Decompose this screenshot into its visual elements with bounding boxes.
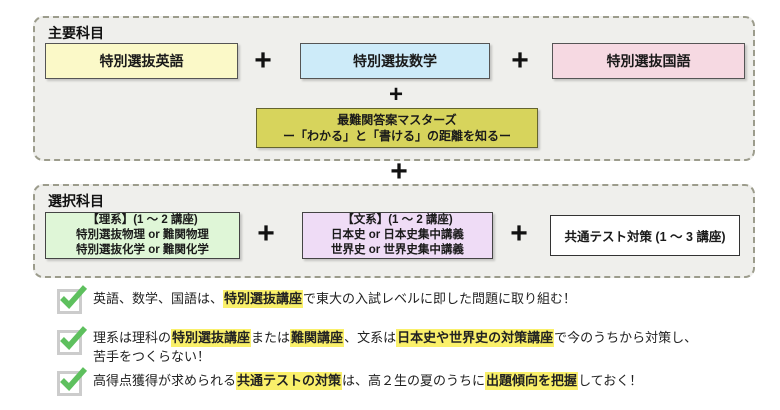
plus-icon: + bbox=[388, 81, 404, 108]
plus-icon: + bbox=[511, 44, 529, 77]
checklist-text: 理系は理科の特別選抜講座または難関講座、文系は日本史や世界史の対策講座で今のうち… bbox=[93, 328, 741, 366]
checkmark-icon bbox=[57, 285, 88, 314]
text-run: 、文系は bbox=[344, 330, 397, 345]
checklist-text: 英語、数学、国語は、特別選抜講座で東大の入試レベルに即した問題に取り組む！ bbox=[93, 289, 741, 308]
course-box-humanities-line1: 【文系】(1 ～ 2 講座) bbox=[342, 214, 453, 226]
course-box-humanities: 【文系】(1 ～ 2 講座) 日本史 or 日本史集中講義 世界史 or 世界史… bbox=[302, 212, 493, 259]
text-run: 苦手をつくらない！ bbox=[93, 349, 211, 364]
checkmark-icon bbox=[57, 367, 88, 396]
text-run: 英語、数学、国語は、 bbox=[93, 291, 224, 306]
checklist-line: 理系は理科の特別選抜講座または難関講座、文系は日本史や世界史の対策講座で今のうち… bbox=[93, 328, 741, 347]
course-box-kyotsu-test: 共通テスト対策 (1 ～ 3 講座) bbox=[550, 215, 740, 256]
course-box-kokugo-label: 特別選抜国語 bbox=[606, 53, 691, 69]
checkmark-icon bbox=[57, 326, 88, 355]
text-run: 理系は理科の bbox=[93, 330, 172, 345]
highlighted-text: 特別選抜講座 bbox=[223, 290, 304, 308]
plus-icon: + bbox=[257, 217, 275, 250]
highlighted-text: 特別選抜講座 bbox=[171, 329, 252, 347]
course-box-science-line1: 【理系】(1 ～ 2 講座) bbox=[87, 214, 198, 226]
text-run: 高得点獲得が求められる bbox=[93, 373, 237, 388]
highlighted-text: 共通テストの対策 bbox=[236, 372, 343, 390]
course-box-humanities-line2: 日本史 or 日本史集中講義 bbox=[331, 229, 464, 241]
main-subjects-title: 主要科目 bbox=[48, 25, 104, 41]
course-box-masters-line1: 最難関答案マスターズ bbox=[337, 113, 457, 127]
course-box-kokugo: 特別選抜国語 bbox=[552, 43, 745, 79]
highlighted-text: 難関講座 bbox=[290, 329, 345, 347]
course-box-masters: 最難関答案マスターズ ー「わかる」と「書ける」の距離を知るー bbox=[256, 108, 538, 148]
text-run: または bbox=[251, 330, 291, 345]
text-run: で今のうちから対策し、 bbox=[554, 330, 698, 345]
elective-subjects-title: 選択科目 bbox=[48, 193, 104, 209]
course-box-science: 【理系】(1 ～ 2 講座) 特別選抜物理 or 難関物理 特別選抜化学 or … bbox=[45, 212, 240, 259]
text-run: は、高２生の夏のうちに bbox=[342, 373, 486, 388]
plus-icon: + bbox=[390, 155, 408, 188]
text-run: で東大の入試レベルに即した問題に取り組む！ bbox=[303, 291, 577, 306]
highlighted-text: 出題傾向を把握 bbox=[485, 372, 579, 390]
checklist-line: 高得点獲得が求められる共通テストの対策は、高２生の夏のうちに出題傾向を把握してお… bbox=[93, 371, 741, 390]
plus-icon: + bbox=[254, 44, 272, 77]
course-box-math: 特別選抜数学 bbox=[300, 43, 490, 79]
text-run: しておく！ bbox=[578, 373, 643, 388]
course-box-english: 特別選抜英語 bbox=[45, 43, 238, 79]
course-box-math-label: 特別選抜数学 bbox=[353, 53, 437, 69]
course-box-science-line2: 特別選抜物理 or 難関物理 bbox=[76, 229, 209, 241]
course-box-science-line3: 特別選抜化学 or 難関化学 bbox=[76, 244, 209, 256]
checklist-line: 苦手をつくらない！ bbox=[93, 347, 741, 366]
plus-icon: + bbox=[510, 217, 528, 250]
course-box-humanities-line3: 世界史 or 世界史集中講義 bbox=[331, 244, 464, 256]
course-box-masters-line2: ー「わかる」と「書ける」の距離を知るー bbox=[282, 129, 511, 143]
checklist-line: 英語、数学、国語は、特別選抜講座で東大の入試レベルに即した問題に取り組む！ bbox=[93, 289, 741, 308]
course-box-kyotsu-test-label: 共通テスト対策 (1 ～ 3 講座) bbox=[564, 230, 726, 244]
checklist-text: 高得点獲得が求められる共通テストの対策は、高２生の夏のうちに出題傾向を把握してお… bbox=[93, 371, 741, 390]
course-box-english-label: 特別選抜英語 bbox=[99, 53, 184, 69]
highlighted-text: 日本史や世界史の対策講座 bbox=[396, 329, 555, 347]
